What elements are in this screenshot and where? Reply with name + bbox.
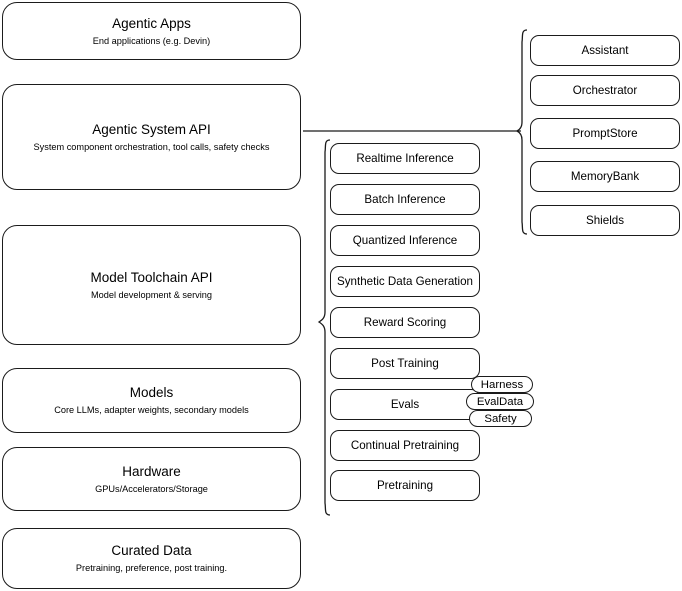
- layer-subtitle: End applications (e.g. Devin): [92, 35, 211, 46]
- component-shields[interactable]: Shields: [530, 205, 680, 236]
- capability-evals[interactable]: Evals: [330, 389, 480, 420]
- component-label: PromptStore: [572, 126, 638, 140]
- capability-label: Evals: [390, 397, 420, 411]
- component-orchestrator[interactable]: Orchestrator: [530, 75, 680, 106]
- layer-model-toolchain-api[interactable]: Model Toolchain API Model development & …: [2, 225, 301, 345]
- eval-pill-safety[interactable]: Safety: [469, 410, 532, 427]
- capability-reward-scoring[interactable]: Reward Scoring: [330, 307, 480, 338]
- layer-agentic-system-api[interactable]: Agentic System API System component orch…: [2, 84, 301, 190]
- capability-label: Realtime Inference: [356, 151, 454, 165]
- system-components-brace: [515, 29, 528, 235]
- eval-pill-evaldata[interactable]: EvalData: [466, 393, 534, 410]
- capability-synthetic-data-generation[interactable]: Synthetic Data Generation: [330, 266, 480, 297]
- layer-title: Models: [129, 385, 174, 400]
- capability-label: Synthetic Data Generation: [337, 274, 473, 288]
- capability-label: Continual Pretraining: [350, 438, 460, 452]
- capability-post-training[interactable]: Post Training: [330, 348, 480, 379]
- layer-title: Model Toolchain API: [90, 269, 213, 285]
- layer-subtitle: Core LLMs, adapter weights, secondary mo…: [54, 405, 249, 415]
- component-promptstore[interactable]: PromptStore: [530, 118, 680, 149]
- eval-pill-label: Harness: [480, 378, 524, 391]
- layer-models[interactable]: Models Core LLMs, adapter weights, secon…: [2, 368, 301, 433]
- layer-curated-data[interactable]: Curated Data Pretraining, preference, po…: [2, 528, 301, 589]
- layer-title: Hardware: [122, 463, 181, 479]
- capability-label: Batch Inference: [364, 192, 446, 206]
- capability-pretraining[interactable]: Pretraining: [330, 470, 480, 501]
- capability-quantized-inference[interactable]: Quantized Inference: [330, 225, 480, 256]
- layer-subtitle: Pretraining, preference, post training.: [75, 563, 228, 573]
- layer-subtitle: Model development & serving: [90, 289, 213, 300]
- capability-label: Reward Scoring: [363, 315, 447, 329]
- component-assistant[interactable]: Assistant: [530, 35, 680, 66]
- eval-pill-label: Safety: [484, 412, 517, 425]
- eval-pill-label: EvalData: [476, 395, 524, 408]
- component-label: Assistant: [581, 43, 629, 57]
- layer-title: Agentic System API: [92, 121, 211, 137]
- layer-subtitle: GPUs/Accelerators/Storage: [95, 483, 208, 494]
- component-label: MemoryBank: [570, 169, 640, 183]
- capability-continual-pretraining[interactable]: Continual Pretraining: [330, 430, 480, 461]
- component-label: Shields: [585, 213, 625, 227]
- capability-label: Quantized Inference: [352, 233, 458, 247]
- layer-title: Agentic Apps: [112, 15, 191, 31]
- component-memorybank[interactable]: MemoryBank: [530, 161, 680, 192]
- capability-label: Pretraining: [376, 478, 434, 492]
- component-label: Orchestrator: [572, 83, 638, 97]
- capability-label: Post Training: [371, 356, 439, 370]
- capability-realtime-inference[interactable]: Realtime Inference: [330, 143, 480, 174]
- layer-subtitle: System component orchestration, tool cal…: [33, 141, 270, 152]
- layer-title: Curated Data: [111, 543, 192, 558]
- eval-pill-harness[interactable]: Harness: [471, 376, 533, 393]
- layer-hardware[interactable]: Hardware GPUs/Accelerators/Storage: [2, 447, 301, 511]
- capability-batch-inference[interactable]: Batch Inference: [330, 184, 480, 215]
- layer-agentic-apps[interactable]: Agentic Apps End applications (e.g. Devi…: [2, 2, 301, 60]
- toolchain-capabilities-brace: [317, 139, 331, 516]
